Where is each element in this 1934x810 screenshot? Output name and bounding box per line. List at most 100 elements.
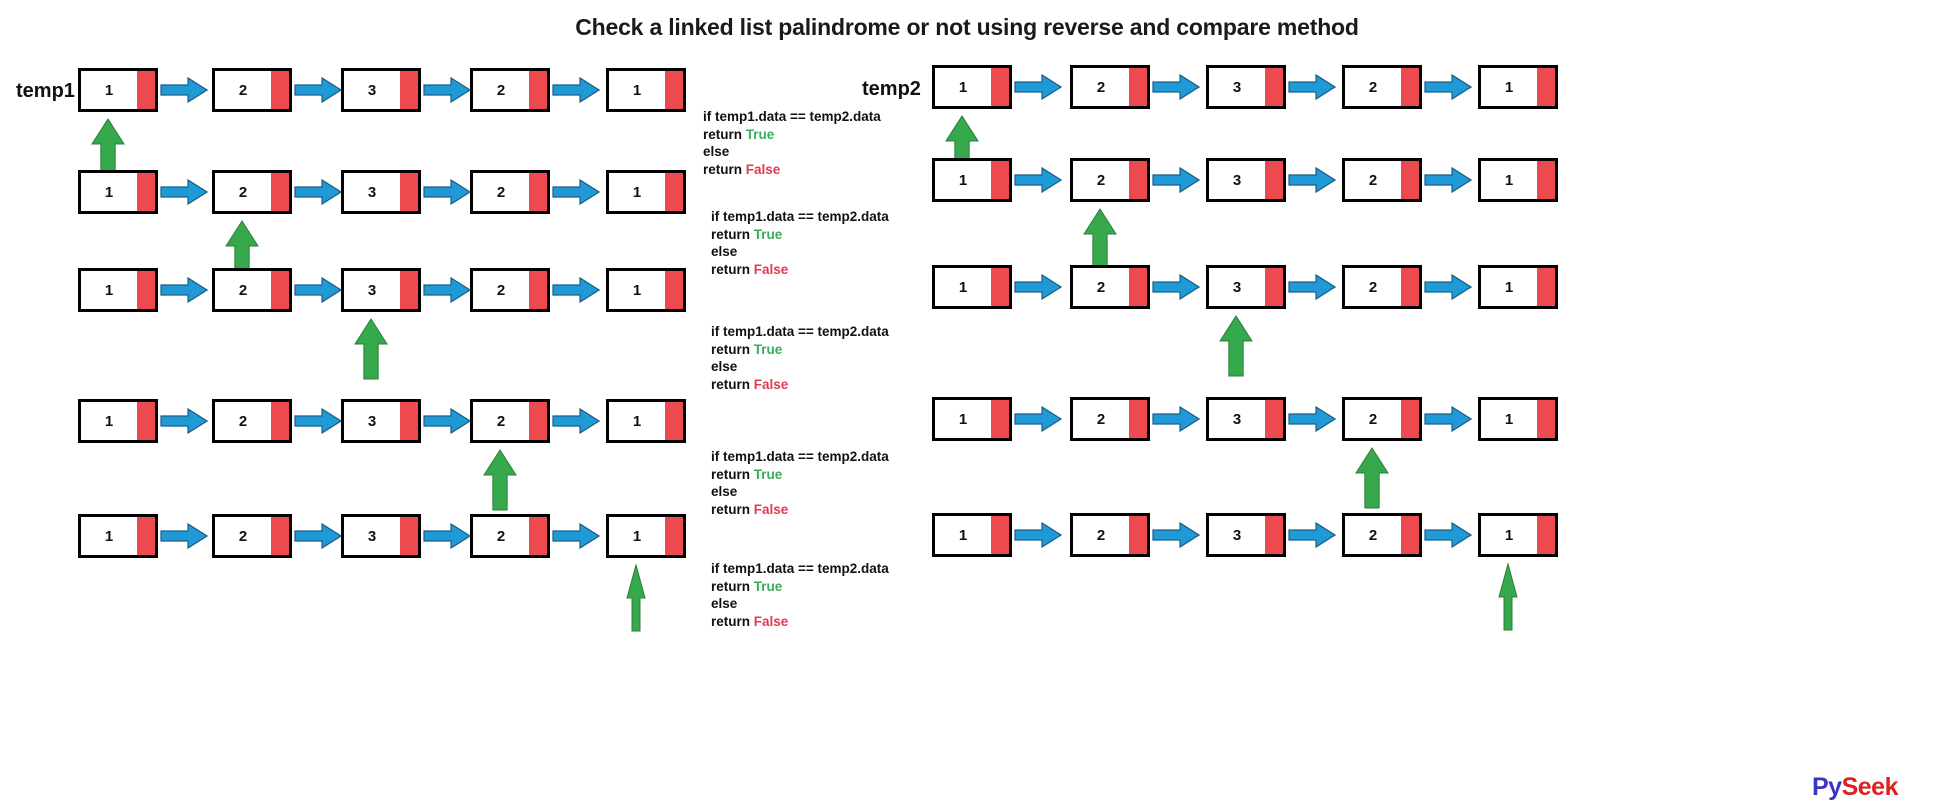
watermark-py-text: Py [1812,773,1842,801]
page-title: Check a linked list palindrome or not us… [575,14,1359,40]
code-line-return-false: return False [703,161,781,177]
next-pointer-arrow-icon [294,75,342,105]
code-line-if: if temp1.data == temp2.data [711,449,889,464]
next-pointer-arrow-icon [423,177,471,207]
watermark-seek-text: Seek [1841,773,1899,801]
next-pointer-arrow-icon [423,275,471,305]
linked-list-node: 2 [1342,397,1422,441]
node-next-pointer-field [400,399,421,443]
linked-list-node: 2 [1070,158,1150,202]
node-data-value: 1 [104,81,114,99]
next-pointer-arrow-icon [160,75,208,105]
node-data-value: 2 [1096,78,1106,96]
node-data-value: 2 [1368,278,1378,296]
linked-list-node: 2 [212,514,292,558]
node-data-value: 2 [1096,526,1106,544]
next-pointer-arrow-icon [552,75,600,105]
code-line-return-false: return False [711,376,789,392]
code-line-else: else [711,484,738,499]
next-pointer-arrow-icon [552,275,600,305]
comparison-code-block: if temp1.data == temp2.data return True el… [711,560,889,630]
node-data-value: 3 [367,81,377,99]
node-next-pointer-field [1265,158,1286,202]
node-next-pointer-field [400,170,421,214]
node-data-value: 1 [958,171,968,189]
linked-list-node: 2 [470,514,550,558]
next-pointer-arrow-icon [1014,404,1062,434]
code-line-return-true: return True [711,578,783,594]
node-data-value: 1 [632,81,642,99]
code-line-if: if temp1.data == temp2.data [711,561,889,576]
code-line-if: if temp1.data == temp2.data [703,109,881,124]
next-pointer-arrow-icon [160,521,208,551]
node-data-value: 1 [632,183,642,201]
compare-up-arrow-icon [1354,447,1389,509]
node-data-value: 2 [496,81,506,99]
node-next-pointer-field [529,170,550,214]
linked-list-node: 3 [1206,265,1286,309]
linked-list-node: 2 [1070,397,1150,441]
next-pointer-arrow-icon [552,406,600,436]
node-next-pointer-field [1401,65,1422,109]
next-pointer-arrow-icon [552,177,600,207]
next-pointer-arrow-icon [1152,520,1200,550]
node-next-pointer-field [529,68,550,112]
linked-list-node: 1 [78,170,158,214]
compare-up-arrow-icon [625,564,646,632]
node-data-value: 2 [496,281,506,299]
next-pointer-arrow-icon [1152,72,1200,102]
next-pointer-arrow-icon [294,177,342,207]
linked-list-node: 1 [1478,158,1558,202]
node-next-pointer-field [1265,265,1286,309]
node-data-value: 1 [958,410,968,428]
node-data-value: 1 [104,281,114,299]
compare-up-arrow-icon [1497,563,1518,631]
next-pointer-arrow-icon [160,406,208,436]
linked-list-node: 3 [1206,65,1286,109]
node-data-value: 3 [1232,410,1242,428]
node-data-value: 1 [1504,278,1514,296]
node-next-pointer-field [1129,397,1150,441]
node-next-pointer-field [1129,65,1150,109]
code-line-else: else [711,596,738,611]
linked-list-node: 2 [1342,265,1422,309]
linked-list-node: 1 [78,399,158,443]
linked-list-node: 1 [1478,397,1558,441]
node-data-value: 1 [1504,410,1514,428]
node-next-pointer-field [1537,158,1558,202]
node-data-value: 2 [1368,410,1378,428]
node-next-pointer-field [137,514,158,558]
node-next-pointer-field [1129,158,1150,202]
node-data-value: 2 [1096,410,1106,428]
compare-up-arrow-icon [1082,208,1117,270]
code-line-return-true: return True [703,126,775,142]
linked-list-node: 2 [1342,513,1422,557]
node-data-value: 1 [104,527,114,545]
node-data-value: 3 [1232,78,1242,96]
node-next-pointer-field [1401,158,1422,202]
keyword-true: True [753,341,783,357]
next-pointer-arrow-icon [1014,272,1062,302]
next-pointer-arrow-icon [1424,272,1472,302]
linked-list-node: 3 [341,399,421,443]
node-data-value: 2 [1368,78,1378,96]
node-next-pointer-field [529,268,550,312]
node-next-pointer-field [1265,513,1286,557]
node-next-pointer-field [1537,397,1558,441]
linked-list-node: 3 [341,514,421,558]
watermark-pyseek: PySeek [1812,773,1898,802]
node-next-pointer-field [137,68,158,112]
linked-list-node: 3 [1206,513,1286,557]
linked-list-node: 2 [470,399,550,443]
linked-list-node: 1 [78,68,158,112]
node-data-value: 2 [496,412,506,430]
linked-list-node: 1 [932,65,1012,109]
compare-up-arrow-icon [1218,315,1253,377]
node-next-pointer-field [400,514,421,558]
node-data-value: 1 [1504,171,1514,189]
next-pointer-arrow-icon [423,406,471,436]
